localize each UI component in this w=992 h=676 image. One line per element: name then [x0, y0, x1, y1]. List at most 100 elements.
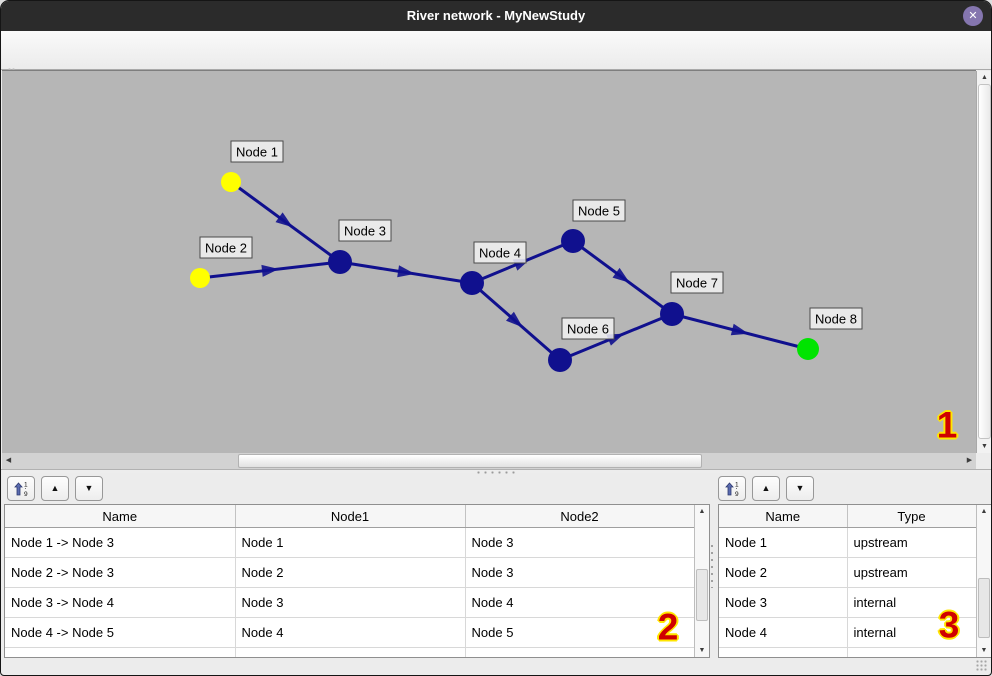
close-button[interactable]: ✕: [963, 6, 983, 26]
panel-splitter-vertical[interactable]: [710, 544, 714, 588]
node-label: Node 1: [230, 140, 284, 163]
svg-text:Node 5: Node 5: [578, 204, 620, 219]
links-sort-button[interactable]: 1 9: [7, 476, 35, 501]
nodes-move-down-button[interactable]: ▼: [786, 476, 814, 501]
annotation-number: 3: [938, 604, 960, 646]
annotation-number: 1: [936, 404, 958, 446]
vertical-scrollbar-thumb[interactable]: [978, 84, 991, 439]
table-cell: Node 4 -> Node 5: [5, 617, 236, 648]
column-header[interactable]: Name: [5, 505, 236, 528]
edge-arrowhead-icon: [612, 267, 630, 283]
table-cell: Node 2: [235, 557, 466, 588]
empty-row: [5, 647, 695, 657]
node-label: Node 7: [670, 271, 724, 294]
nodes-sort-button[interactable]: 1 9: [718, 476, 746, 501]
scroll-up-arrow[interactable]: ▲: [698, 508, 706, 515]
links-move-up-button[interactable]: ▲: [41, 476, 69, 501]
scroll-up-arrow[interactable]: ▲: [981, 74, 988, 81]
up-arrow-icon: ▲: [50, 483, 60, 493]
splitter-handle-dots: [477, 471, 517, 474]
node-label: Node 8: [809, 307, 863, 330]
network-node[interactable]: [328, 250, 352, 274]
network-node[interactable]: [190, 268, 210, 288]
network-node[interactable]: [660, 302, 684, 326]
scroll-right-arrow[interactable]: ▶: [966, 457, 973, 464]
annotation-number: 2: [657, 606, 679, 648]
table-cell: Node 2: [719, 557, 848, 588]
network-node[interactable]: [548, 348, 572, 372]
down-arrow-icon: ▼: [795, 483, 805, 493]
edge-arrowhead-icon: [275, 212, 293, 228]
network-node[interactable]: [221, 172, 241, 192]
scroll-left-arrow[interactable]: ◀: [5, 457, 12, 464]
table-cell: Node 1: [235, 527, 466, 558]
svg-text:Node 2: Node 2: [205, 241, 247, 256]
edge-arrowhead-icon: [261, 264, 279, 277]
table-cell: internal: [847, 587, 977, 618]
node-label: Node 6: [561, 317, 615, 340]
table-cell: Node 1: [719, 527, 848, 558]
svg-text:Node 1: Node 1: [236, 145, 278, 160]
svg-text:1: 1: [735, 482, 739, 489]
column-header[interactable]: Type: [847, 505, 977, 528]
svg-text:Node 7: Node 7: [676, 276, 718, 291]
title-bar[interactable]: River network - MyNewStudy ✕: [1, 1, 991, 31]
nodes-table-scrollbar[interactable]: ▲ ▼: [976, 505, 991, 657]
scroll-up-arrow[interactable]: ▲: [980, 508, 988, 515]
network-node[interactable]: [561, 229, 585, 253]
edge-arrowhead-icon: [397, 265, 415, 278]
links-move-down-button[interactable]: ▼: [75, 476, 103, 501]
network-node[interactable]: [797, 338, 819, 360]
nodes-move-up-button[interactable]: ▲: [752, 476, 780, 501]
scrollbar-corner: [976, 453, 991, 469]
column-header[interactable]: Node2: [465, 505, 695, 528]
sort-ascending-icon: 1 9: [725, 482, 739, 498]
down-arrow-icon: ▼: [84, 483, 94, 493]
scrollbar-thumb[interactable]: [978, 577, 990, 638]
scroll-down-arrow[interactable]: ▼: [698, 647, 706, 654]
canvas-vertical-scrollbar[interactable]: ▲ ▼: [976, 71, 991, 453]
network-node[interactable]: [460, 271, 484, 295]
table-cell: upstream: [847, 527, 977, 558]
table-cell: Node 5: [465, 617, 695, 648]
canvas-horizontal-scrollbar[interactable]: ◀ ▶: [2, 453, 976, 469]
table-cell: Node 4: [235, 617, 466, 648]
resize-grip[interactable]: [976, 660, 987, 671]
scrollbar-thumb[interactable]: [696, 568, 708, 621]
links-table-scrollbar[interactable]: ▲ ▼: [694, 505, 709, 657]
scroll-down-arrow[interactable]: ▼: [980, 647, 988, 654]
column-header[interactable]: Name: [719, 505, 848, 528]
table-cell: Node 3: [235, 587, 466, 618]
panel-splitter-horizontal[interactable]: [1, 469, 991, 474]
svg-text:9: 9: [24, 491, 28, 497]
column-header[interactable]: Node1: [235, 505, 466, 528]
up-arrow-icon: ▲: [761, 483, 771, 493]
table-cell: Node 3: [465, 527, 695, 558]
empty-row: [719, 647, 977, 657]
svg-text:Node 4: Node 4: [479, 246, 521, 261]
node-label: Node 5: [572, 199, 626, 222]
close-icon: ✕: [968, 10, 978, 22]
table-cell: internal: [847, 617, 977, 648]
horizontal-scrollbar-thumb[interactable]: [238, 454, 702, 468]
table-cell: Node 3: [719, 587, 848, 618]
sort-ascending-icon: 1 9: [14, 482, 28, 498]
scroll-down-arrow[interactable]: ▼: [981, 443, 988, 450]
